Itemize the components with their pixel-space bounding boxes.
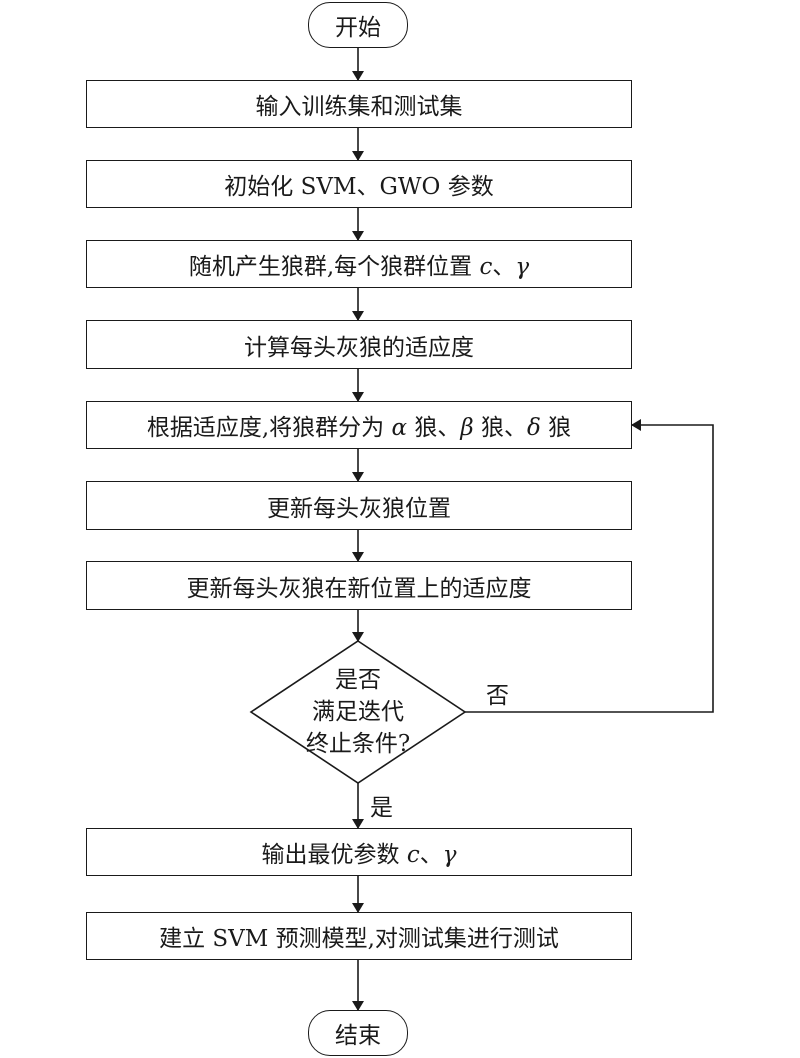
delta-suffix: 狼	[540, 415, 572, 441]
output-param-gamma: γ	[442, 842, 457, 868]
step-init: 初始化 SVM、GWO 参数	[86, 160, 632, 208]
step-fitness: 计算每头灰狼的适应度	[86, 320, 632, 369]
step-random-pack-label: 随机产生狼群,每个狼群位置 c、γ	[189, 247, 529, 281]
start-terminal: 开始	[308, 2, 408, 48]
divide-text: 根据适应度,将狼群分为	[146, 415, 392, 441]
end-label: 结束	[335, 1023, 381, 1049]
arrow-no-loop	[465, 419, 714, 713]
step-fitness-label: 计算每头灰狼的适应度	[244, 334, 474, 361]
step-init-label: 初始化 SVM、GWO 参数	[224, 174, 494, 200]
step-input: 输入训练集和测试集	[86, 80, 632, 128]
random-pack-text: 随机产生狼群,每个狼群位置	[188, 254, 480, 280]
branch-no-label: 否	[486, 683, 509, 709]
step-update-fitness: 更新每头灰狼在新位置上的适应度	[86, 561, 632, 610]
beta-suffix: 狼、	[473, 415, 527, 441]
step-build-model: 建立 SVM 预测模型,对测试集进行测试	[86, 912, 632, 960]
step-build-model-label: 建立 SVM 预测模型,对测试集进行测试	[159, 926, 559, 952]
branch-yes-label: 是	[370, 795, 393, 821]
step-output: 输出最优参数 c、γ	[86, 828, 632, 876]
step-input-label: 输入训练集和测试集	[255, 94, 463, 120]
decision-line-2: 满足迭代	[312, 699, 404, 725]
param-c: c	[479, 254, 493, 280]
step-update-position-label: 更新每头灰狼位置	[267, 495, 451, 522]
beta-symbol: β	[460, 415, 474, 441]
step-divide: 根据适应度,将狼群分为 α 狼、β 狼、δ 狼	[86, 401, 632, 449]
alpha-symbol: α	[391, 415, 408, 441]
step-random-pack: 随机产生狼群,每个狼群位置 c、γ	[86, 240, 632, 288]
decision-label: 是否 满足迭代 终止条件?	[268, 664, 448, 760]
decision-line-3: 终止条件?	[305, 731, 411, 757]
separator: 、	[492, 254, 516, 280]
step-output-label: 输出最优参数 c、γ	[262, 835, 457, 869]
output-param-c: c	[406, 842, 420, 868]
delta-symbol: δ	[526, 415, 541, 441]
end-terminal: 结束	[308, 1010, 408, 1056]
decision-line-1: 是否	[335, 667, 381, 693]
param-gamma: γ	[515, 254, 530, 280]
alpha-suffix: 狼、	[407, 415, 461, 441]
step-update-position: 更新每头灰狼位置	[86, 481, 632, 530]
output-separator: 、	[419, 842, 443, 868]
start-label: 开始	[335, 15, 381, 41]
output-text: 输出最优参数	[261, 842, 407, 868]
step-update-fitness-label: 更新每头灰狼在新位置上的适应度	[186, 575, 532, 602]
step-divide-label: 根据适应度,将狼群分为 α 狼、β 狼、δ 狼	[147, 408, 571, 442]
